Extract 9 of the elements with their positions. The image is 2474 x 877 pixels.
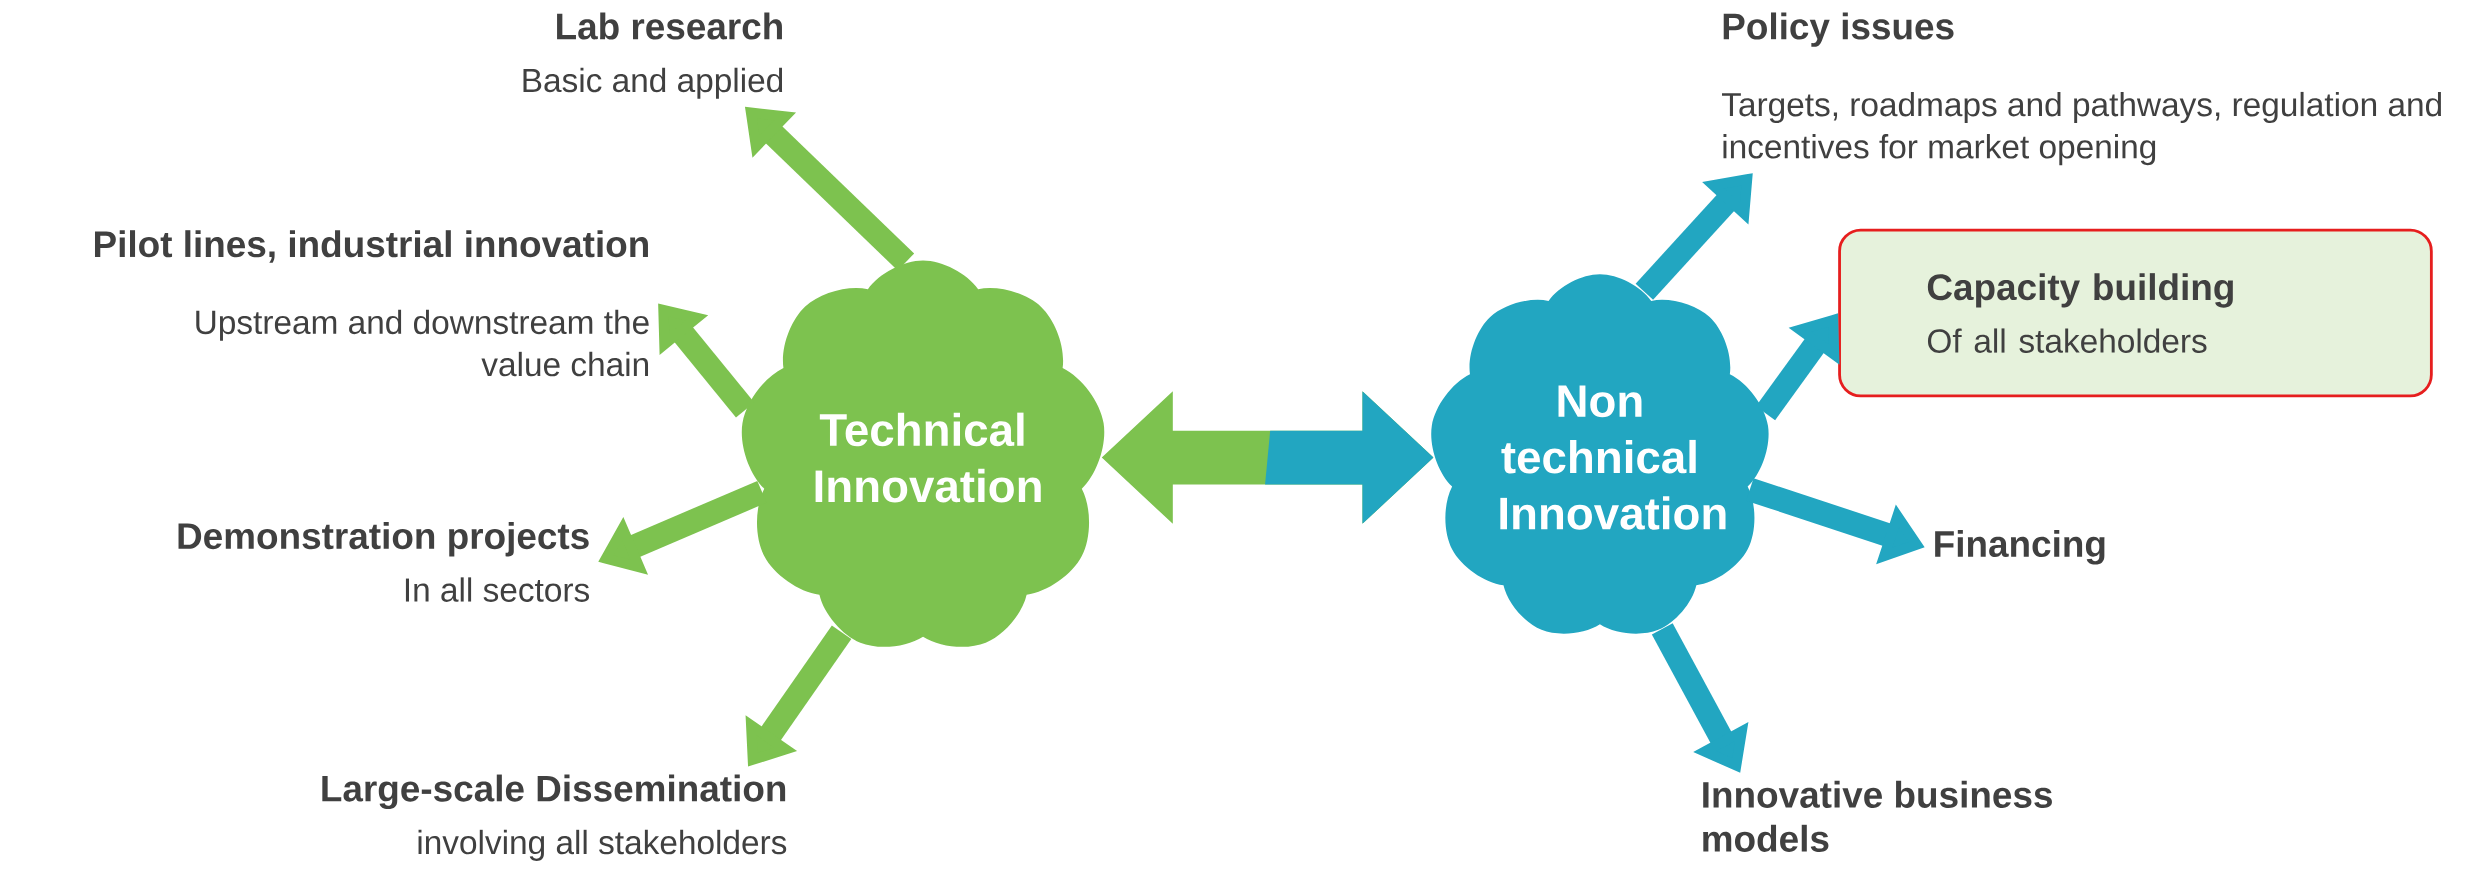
text-label: Pilot lines, industrial innovation Upstream and downstream the value chain xyxy=(95,230,649,377)
text-label: Lab research Basic and applied xyxy=(523,12,783,99)
text-label: Large-scale Dissemination involving all stakeholders xyxy=(322,774,787,861)
text-label: Policy issues Targets, roadmaps and pathways, regulation and incentives for market opening xyxy=(1722,12,2441,166)
text-label: Financing xyxy=(1935,529,2105,565)
double-arrow xyxy=(1101,391,1434,524)
text-label: Innovative business models xyxy=(1703,780,2052,852)
text-label: Demonstration projects In all sectors xyxy=(178,522,589,602)
highlight-box: Capacity building Of all stakeholders xyxy=(1838,228,2433,398)
